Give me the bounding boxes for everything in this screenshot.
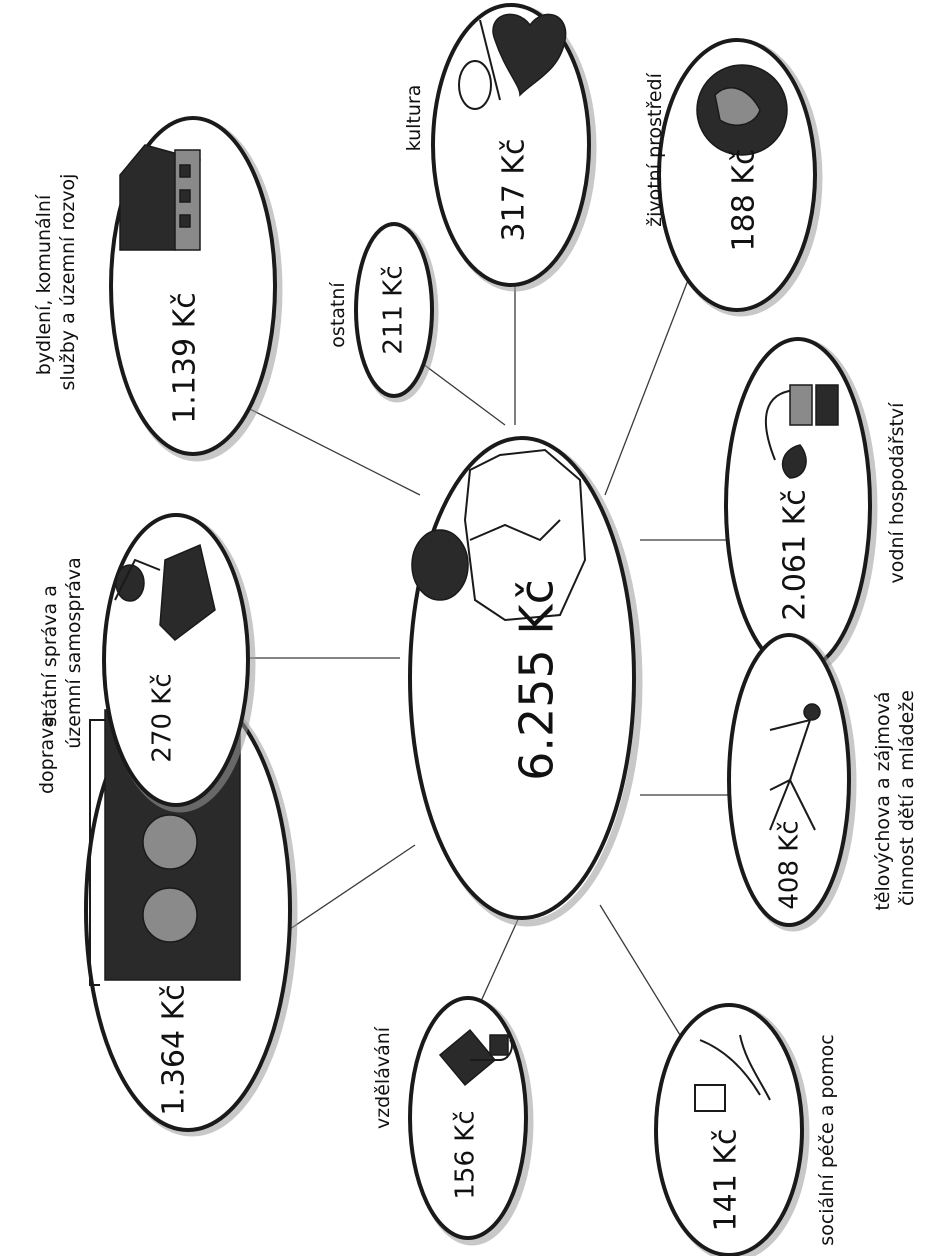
amount-statni-sprava: 270 Kč — [148, 673, 178, 762]
pipe-and-water-drop-icon — [765, 384, 839, 479]
bubble-ostatni — [354, 222, 434, 398]
label-ostatni-line-1: ostatní — [327, 282, 349, 348]
label-zivotni-prostredi: životní prostředí — [644, 72, 666, 227]
center-amount: 6.255 Kč — [510, 579, 564, 781]
connector-ostatni — [414, 357, 506, 426]
center-node: 6.255 Kč — [408, 436, 643, 927]
amount-socialni-pece: 141 Kč — [709, 1129, 744, 1232]
connector-zivotni-prostredi — [604, 274, 691, 496]
label-vzdelavani-line-1: vzdělávání — [372, 1026, 394, 1129]
bubble-socialni-pece — [654, 1003, 804, 1256]
graduation-cap-icon — [438, 1028, 513, 1087]
label-ostatni: ostatní — [327, 282, 349, 348]
node-zivotni-prostredi: 188 Kč životní prostředí — [644, 38, 823, 317]
label-vodni-hospodarstvi: vodní hospodářství — [886, 402, 908, 584]
bubble-vzdelavani — [408, 996, 528, 1240]
house-icon — [119, 144, 201, 251]
label-vzdelavani: vzdělávání — [372, 1026, 394, 1129]
label-doprava-line-1: doprava — [36, 716, 58, 794]
amount-telovychova: 408 Kč — [775, 820, 805, 909]
label-bydleni: bydlení, komunální služby a územní rozvo… — [33, 174, 79, 391]
node-telovychova: 408 Kč tělovýchova a zájmová činnost dět… — [727, 633, 918, 932]
label-telovychova-line-1: tělovýchova a zájmová — [872, 691, 894, 910]
node-vodni-hospodarstvi: 2.061 Kč vodní hospodářství — [724, 337, 908, 678]
label-statni-sprava-line-1: státní správa a — [39, 585, 61, 727]
label-statni-sprava: státní správa a územní samospráva — [39, 557, 85, 749]
node-vzdelavani: 156 Kč vzdělávání — [372, 996, 534, 1246]
label-socialni-pece-line-1: sociální péče a pomoc — [816, 1034, 838, 1245]
label-telovychova: tělovýchova a zájmová činnost dětí a mlá… — [872, 685, 918, 910]
mayor-portrait-icon — [411, 448, 587, 622]
node-ostatni: 211 Kč ostatní — [327, 222, 439, 403]
amount-bydleni: 1.139 Kč — [168, 292, 203, 424]
label-socialni-pece: sociální péče a pomoc — [816, 1034, 838, 1245]
exercise-icon — [769, 703, 821, 831]
label-vodni-hospodarstvi-line-1: vodní hospodářství — [886, 402, 908, 584]
official-at-desk-icon — [114, 543, 216, 641]
node-statni-sprava: 270 Kč státní správa a územní samospráva — [39, 513, 256, 813]
label-kultura: kultura — [403, 85, 425, 152]
heart-and-instruments-icon — [458, 13, 567, 110]
label-bydleni-line-2: služby a územní rozvoj — [57, 174, 79, 391]
label-zivotni-prostredi-line-1: životní prostředí — [644, 72, 666, 227]
node-bydleni: 1.139 Kč bydlení, komunální služby a úze… — [33, 116, 283, 462]
amount-kultura: 317 Kč — [497, 139, 532, 242]
label-kultura-line-1: kultura — [403, 85, 425, 152]
globe-icon — [696, 64, 788, 156]
amount-vzdelavani: 156 Kč — [451, 1110, 481, 1199]
caring-hands-icon — [694, 1034, 771, 1112]
node-socialni-pece: 141 Kč sociální péče a pomoc — [654, 1003, 838, 1256]
amount-zivotni-prostredi: 188 Kč — [727, 149, 762, 252]
amount-ostatni: 211 Kč — [379, 265, 409, 354]
bubble-kultura — [431, 3, 591, 287]
connector-bydleni — [231, 399, 421, 496]
label-statni-sprava-line-2: územní samospráva — [63, 557, 85, 749]
amount-vodni-hospodarstvi: 2.061 Kč — [778, 489, 813, 621]
label-doprava: doprava — [36, 716, 58, 794]
node-kultura: 317 Kč kultura — [403, 3, 597, 292]
amount-doprava: 1.364 Kč — [157, 984, 192, 1116]
connector-socialni-pece — [599, 904, 681, 1036]
label-telovychova-line-2: činnost dětí a mládeže — [896, 690, 918, 906]
label-bydleni-line-1: bydlení, komunální — [33, 194, 55, 375]
